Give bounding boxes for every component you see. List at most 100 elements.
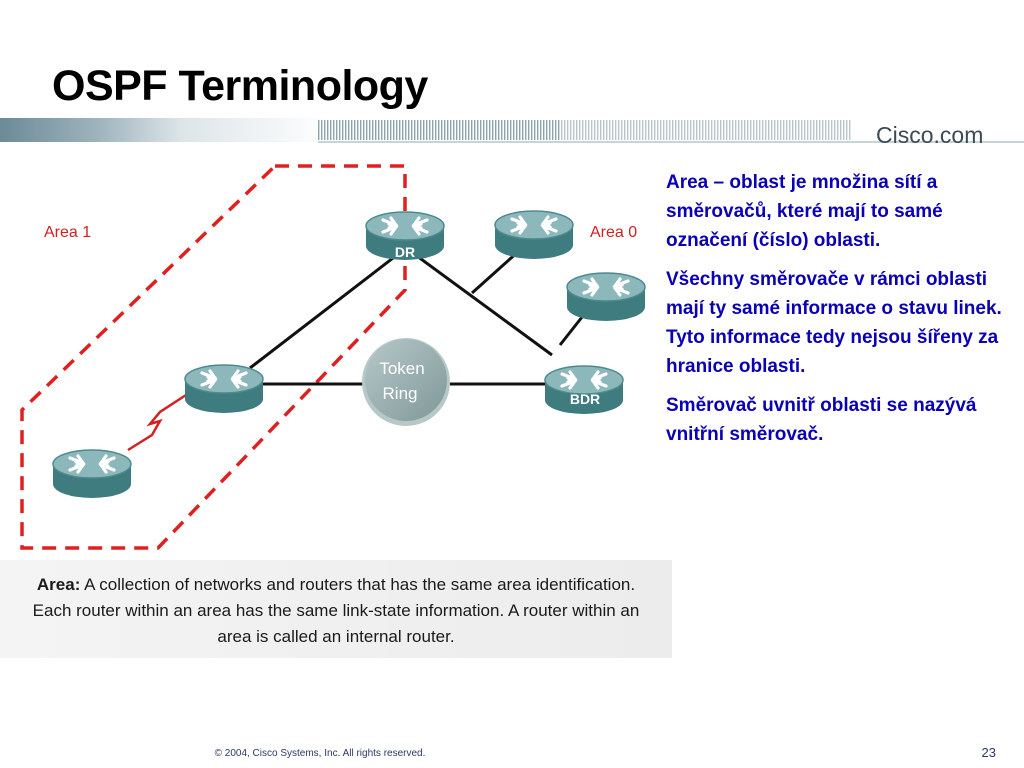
title-bar-stripe bbox=[837, 120, 839, 140]
title-bar-stripe bbox=[795, 120, 797, 140]
title-bar-stripe bbox=[675, 120, 677, 140]
router-bdr-label: BDR bbox=[570, 391, 600, 407]
title-bar-stripe bbox=[600, 120, 602, 140]
title-bar-stripe bbox=[753, 120, 755, 140]
cisco-brand-logo: Cisco.com bbox=[876, 122, 984, 148]
title-bar-stripe bbox=[414, 120, 416, 140]
title-bar-stripe bbox=[393, 120, 395, 140]
title-bar-stripe bbox=[561, 120, 563, 140]
title-bar-stripe bbox=[777, 120, 779, 140]
title-bar-stripe bbox=[699, 120, 701, 140]
title-bar-stripe bbox=[366, 120, 368, 140]
title-bar-stripe bbox=[792, 120, 794, 140]
title-bar-stripe bbox=[360, 120, 362, 140]
router-area1-bottom-icon bbox=[52, 448, 132, 500]
title-bar-stripe bbox=[411, 120, 413, 140]
token-ring-label-line2: Ring bbox=[383, 384, 418, 403]
title-bar-stripe bbox=[336, 120, 338, 140]
title-bar-stripe bbox=[417, 120, 419, 140]
title-bar-stripe bbox=[345, 120, 347, 140]
title-bar-stripe bbox=[663, 120, 665, 140]
title-bar-stripe bbox=[813, 120, 815, 140]
router-bdr-icon: BDR bbox=[544, 364, 624, 416]
title-bar-stripe bbox=[603, 120, 605, 140]
title-bar-stripe bbox=[765, 120, 767, 140]
title-bar-stripe bbox=[789, 120, 791, 140]
title-bar-stripe bbox=[750, 120, 752, 140]
title-bar-stripe bbox=[339, 120, 341, 140]
title-bar-stripe bbox=[717, 120, 719, 140]
title-bar-stripe bbox=[645, 120, 647, 140]
title-bar-stripe bbox=[615, 120, 617, 140]
title-bar-stripe bbox=[531, 120, 533, 140]
title-bar-stripe bbox=[630, 120, 632, 140]
title-bar-stripe bbox=[624, 120, 626, 140]
serial-link-zigzag bbox=[127, 393, 187, 452]
title-bar-stripe bbox=[690, 120, 692, 140]
title-bar-stripe bbox=[549, 120, 551, 140]
title-bar-stripe bbox=[582, 120, 584, 140]
title-bar-stripe bbox=[462, 120, 464, 140]
title-bar-stripe bbox=[576, 120, 578, 140]
area-0-label: Area 0 bbox=[590, 224, 637, 241]
router-area1-middle-icon bbox=[184, 363, 264, 415]
title-bar-stripe bbox=[693, 120, 695, 140]
title-bar-stripe bbox=[525, 120, 527, 140]
title-bar-stripe bbox=[441, 120, 443, 140]
title-bar-stripe bbox=[552, 120, 554, 140]
title-bar-stripe bbox=[846, 120, 848, 140]
router-dr-label: DR bbox=[395, 244, 415, 260]
title-bar-stripe bbox=[498, 120, 500, 140]
title-bar-stripe bbox=[822, 120, 824, 140]
title-bar-stripe bbox=[804, 120, 806, 140]
router-dr-icon: DR bbox=[365, 210, 445, 262]
title-bar-stripe bbox=[387, 120, 389, 140]
title-bar-stripe bbox=[564, 120, 566, 140]
title-bar-stripe bbox=[657, 120, 659, 140]
title-bar-stripe bbox=[780, 120, 782, 140]
title-bar-stripe bbox=[732, 120, 734, 140]
title-bar-stripe bbox=[435, 120, 437, 140]
area-1-label: Area 1 bbox=[44, 224, 91, 241]
title-bar-stripes bbox=[0, 118, 1024, 143]
title-bar-stripe bbox=[798, 120, 800, 140]
title-bar-stripe bbox=[594, 120, 596, 140]
title-bar-stripe bbox=[762, 120, 764, 140]
title-bar-stripe bbox=[612, 120, 614, 140]
title-bar-stripe bbox=[618, 120, 620, 140]
title-bar-stripe bbox=[639, 120, 641, 140]
title-bar-stripe bbox=[495, 120, 497, 140]
router-area0-right-icon bbox=[566, 271, 646, 323]
title-bar-stripe bbox=[330, 120, 332, 140]
title-bar-stripe bbox=[843, 120, 845, 140]
title-bar-stripe bbox=[444, 120, 446, 140]
caption-term: Area: bbox=[36, 575, 81, 594]
title-bar-stripe bbox=[735, 120, 737, 140]
title-bar-stripe bbox=[831, 120, 833, 140]
title-bar-stripe bbox=[516, 120, 518, 140]
title-bar-stripe bbox=[591, 120, 593, 140]
title-bar-stripe bbox=[351, 120, 353, 140]
title-bar-stripe bbox=[369, 120, 371, 140]
title-bar-stripe bbox=[408, 120, 410, 140]
note-internal-router: Směrovač uvnitř oblasti se nazývá vnitřn… bbox=[666, 395, 977, 445]
notes-panel: Area – oblast je množina sítí a směrovač… bbox=[666, 168, 1012, 459]
caption-text: Area: A collection of networks and route… bbox=[30, 572, 642, 650]
title-bar-stripe bbox=[474, 120, 476, 140]
page-number: 23 bbox=[981, 745, 996, 760]
title-bar-stripe bbox=[399, 120, 401, 140]
title-bar-stripe bbox=[825, 120, 827, 140]
title-bar-stripe bbox=[492, 120, 494, 140]
title-bar-stripe bbox=[504, 120, 506, 140]
token-ring-label-line1: Token bbox=[379, 359, 424, 378]
title-bar-stripe bbox=[774, 120, 776, 140]
title-bar-stripe bbox=[807, 120, 809, 140]
title-bar-stripe bbox=[465, 120, 467, 140]
title-bar-stripe bbox=[372, 120, 374, 140]
title-bar-stripe bbox=[450, 120, 452, 140]
title-bar-stripe bbox=[426, 120, 428, 140]
title-bar-stripe bbox=[783, 120, 785, 140]
title-bar-stripe bbox=[540, 120, 542, 140]
title-bar-stripe bbox=[429, 120, 431, 140]
title-bar-stripe bbox=[738, 120, 740, 140]
